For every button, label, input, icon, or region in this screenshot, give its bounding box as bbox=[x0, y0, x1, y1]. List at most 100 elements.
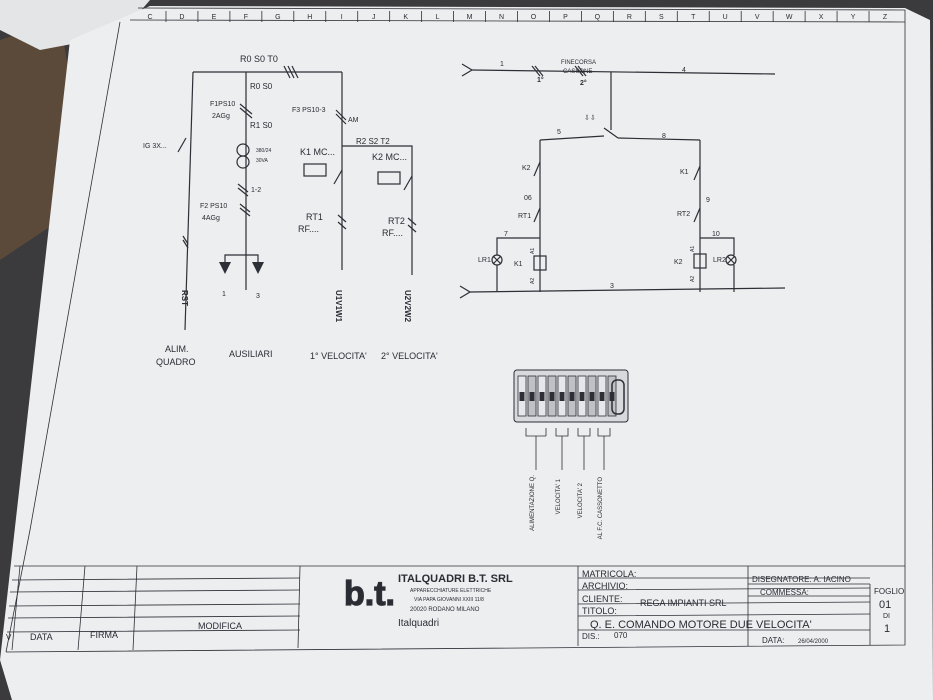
k1-power-contact bbox=[333, 169, 343, 185]
aux-bus-label: R0 S0 bbox=[250, 82, 273, 91]
switch-2-label: 2° bbox=[580, 79, 587, 87]
k2-interlock-contact bbox=[533, 161, 541, 177]
terminal-screw bbox=[559, 392, 565, 401]
wire-9-label: 9 bbox=[706, 197, 710, 204]
lamp-lr2-cross bbox=[726, 255, 736, 292]
terminal-label-alimentazione: ALIMENTAZIONE Q. bbox=[530, 475, 536, 531]
k2-contactor-coil bbox=[377, 171, 401, 185]
wire-1-label: 1 bbox=[500, 61, 504, 68]
k2-label: K2 MC... bbox=[372, 152, 407, 162]
section-alim: ALIM. bbox=[165, 344, 189, 354]
company-sub-1: APPARECCHIATURE ELETTRICHE bbox=[410, 588, 492, 594]
grid-letter: R bbox=[627, 14, 632, 21]
rt1-label: RT1 bbox=[306, 212, 323, 222]
bus-tick-marks bbox=[283, 65, 299, 79]
f2-rating: 4AGg bbox=[202, 215, 220, 222]
lamp-lr2-branch bbox=[700, 237, 735, 255]
k1-interlock-contact bbox=[693, 165, 701, 181]
k1-a1-label: A1 bbox=[530, 248, 536, 254]
aux-output-1-arrow bbox=[219, 262, 231, 274]
lamp-lr2-label: LR2 bbox=[713, 257, 726, 264]
rf2-label: RF.... bbox=[382, 228, 403, 238]
rf1-label: RF.... bbox=[298, 224, 319, 234]
speed1-output-label: U1V1W1 bbox=[334, 290, 343, 323]
terminal-screw bbox=[579, 392, 585, 401]
frame-left bbox=[5, 21, 121, 653]
grid-letter: X bbox=[819, 14, 824, 21]
f2-label: F2 PS10 bbox=[200, 203, 227, 210]
k2-coil bbox=[693, 253, 707, 269]
wire-5-label: 5 bbox=[557, 129, 561, 136]
section-labels: ALIM. QUADRO AUSILIARI 1° VELOCITA' 2° V… bbox=[156, 344, 438, 367]
control-wire-top bbox=[471, 69, 776, 75]
terminal-screw bbox=[599, 392, 605, 401]
rev-data-header: DATA bbox=[30, 632, 53, 642]
f3-fuse-symbol bbox=[335, 109, 347, 125]
f1-rating: 2AGg bbox=[212, 113, 230, 120]
cassone-label: CASSONE bbox=[563, 69, 592, 75]
paper-corner bbox=[0, 0, 150, 50]
lamp-lr1-branch bbox=[496, 237, 540, 255]
selector-switch bbox=[603, 72, 619, 139]
archivio-label: ARCHIVIO: bbox=[582, 581, 628, 591]
rt2-contact-label: RT2 bbox=[677, 211, 690, 218]
k2-a1-label: A1 bbox=[690, 246, 696, 252]
k2-a2-label: A2 bbox=[690, 276, 696, 282]
k2-power-contact bbox=[403, 175, 413, 191]
grid-letter: Y bbox=[851, 14, 856, 21]
section-ausiliari: AUSILIARI bbox=[229, 349, 273, 359]
rt1-overload-symbol bbox=[337, 214, 347, 230]
k1-coil bbox=[533, 255, 547, 271]
terminal-screw bbox=[549, 392, 555, 401]
k1-coil-label: K1 bbox=[514, 261, 523, 268]
r1-label: R1 S0 bbox=[250, 121, 273, 130]
grid-letter: P bbox=[563, 14, 568, 21]
grid-letter: S bbox=[659, 14, 664, 21]
control-wire-bottom bbox=[469, 287, 786, 293]
k1-interlock-label: K1 bbox=[680, 169, 689, 176]
terminal-block: ALIMENTAZIONE Q. VELOCITA' 1 VELOCITA' 2… bbox=[513, 369, 629, 539]
f3-label: F3 PS10-3 bbox=[292, 107, 326, 114]
f3-am-label: AM bbox=[348, 117, 359, 124]
wire-8-label: 8 bbox=[662, 133, 666, 140]
grid-letter: D bbox=[179, 14, 184, 21]
wire-10-label: 10 bbox=[712, 231, 720, 238]
terminal-strip bbox=[517, 375, 625, 417]
lamp-lr1-cross bbox=[492, 255, 502, 292]
foglio-number: 01 bbox=[879, 599, 891, 611]
switch-1-label: 1° bbox=[537, 76, 544, 84]
k1-a2-label: A2 bbox=[530, 278, 536, 284]
f1-fuse-symbol bbox=[239, 103, 253, 119]
grid-letter: C bbox=[147, 14, 152, 21]
grid-letter: I bbox=[341, 14, 343, 21]
company-brand: Italquadri bbox=[398, 618, 439, 629]
grid-letter: F bbox=[244, 14, 248, 21]
disegnatore-label: DISEGNATORE: A. IACINO bbox=[752, 575, 851, 584]
wire-06-label: 06 bbox=[524, 195, 532, 202]
company-sub-2: VIA PAPA GIOVANNI XXIII 11/8 bbox=[414, 597, 484, 603]
dis-value: 070 bbox=[614, 631, 628, 640]
grid-letter: V bbox=[755, 14, 760, 21]
grid-letter: G bbox=[275, 14, 280, 21]
k2-coil-label: K2 bbox=[674, 259, 683, 266]
titolo-value: Q. E. COMANDO MOTORE DUE VELOCITA' bbox=[590, 619, 812, 631]
grid-letter: Q bbox=[595, 14, 601, 21]
grid-letter: T bbox=[691, 14, 696, 21]
main-output-label: RST bbox=[180, 290, 189, 306]
switch-1-symbol bbox=[531, 65, 544, 77]
grid-letter: L bbox=[436, 14, 440, 21]
data-value: 26/04/2000 bbox=[798, 639, 829, 645]
selector-outputs bbox=[539, 135, 701, 141]
di-label: DI bbox=[883, 613, 890, 620]
bus-top-label: R0 S0 T0 bbox=[240, 54, 278, 64]
rt2-contact bbox=[693, 207, 701, 223]
aux-output-3-label: 3 bbox=[256, 293, 260, 300]
rt2-label: RT2 bbox=[388, 216, 405, 226]
terminal-wires bbox=[535, 436, 605, 470]
lamp-lr1-label: LR1 bbox=[478, 257, 491, 264]
terminal-screw bbox=[589, 392, 595, 401]
rt2-overload-symbol bbox=[407, 217, 417, 233]
section-velocita-1: 1° VELOCITA' bbox=[310, 351, 367, 361]
terminal-screw bbox=[569, 392, 575, 401]
